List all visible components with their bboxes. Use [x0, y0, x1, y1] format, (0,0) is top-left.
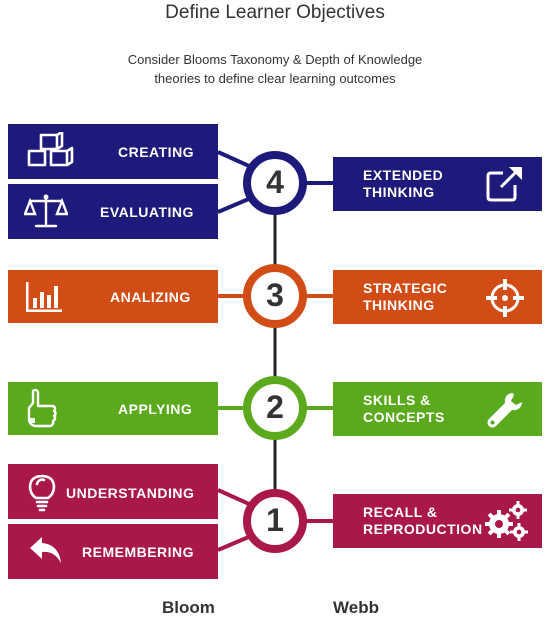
wrench-icon — [487, 393, 522, 428]
reply-arrow-icon — [30, 537, 61, 563]
bloom-column-label: Bloom — [162, 598, 215, 617]
webb-label-line-2: THINKING — [363, 297, 435, 313]
lightbulb-icon — [28, 474, 56, 512]
webb-label-line-1: STRATEGIC — [363, 280, 448, 296]
subtitle: Consider Blooms Taxonomy & Depth of Know… — [0, 50, 550, 88]
page-title: Define Learner Objectives — [165, 2, 385, 23]
bloom-label: APPLYING — [118, 401, 193, 417]
webb-recall-reproduction-box: RECALL & REPRODUCTION — [333, 494, 542, 548]
bloom-label: CREATING — [118, 144, 195, 160]
webb-label-line-1: RECALL & — [363, 504, 438, 520]
ring-2 — [243, 376, 307, 440]
webb-label-line-2: THINKING — [363, 184, 435, 200]
ring-3 — [243, 264, 307, 328]
scales-icon — [24, 194, 68, 228]
ring-4 — [243, 151, 307, 215]
bloom-label: REMEMBERING — [82, 544, 195, 560]
bloom-label: EVALUATING — [100, 204, 194, 220]
pointing-hand-icon — [27, 388, 57, 428]
external-link-icon — [486, 167, 522, 202]
bloom-creating-box: CREATING — [8, 124, 218, 179]
webb-label-line-1: SKILLS & — [363, 392, 431, 408]
subtitle-line-2: theories to define clear learning outcom… — [154, 71, 396, 86]
webb-skills-concepts-box: SKILLS & CONCEPTS — [333, 382, 542, 436]
level-number-2: 2 — [266, 389, 284, 425]
crosshair-icon — [486, 279, 524, 317]
webb-extended-thinking-box: EXTENDED THINKING — [333, 157, 542, 211]
bloom-label: UNDERSTANDING — [66, 485, 195, 501]
gears-icon — [485, 501, 528, 541]
bloom-applying-box: APPLYING — [8, 382, 218, 435]
webb-label: SKILLS & CONCEPTS — [363, 392, 445, 426]
webb-label-line-2: REPRODUCTION — [363, 521, 483, 537]
webb-label-line-2: CONCEPTS — [363, 409, 445, 425]
level-number-4: 4 — [266, 164, 284, 200]
webb-label: STRATEGIC THINKING — [363, 280, 447, 314]
webb-label: EXTENDED THINKING — [363, 167, 443, 201]
bloom-remembering-box: REMEMBERING — [8, 524, 218, 579]
ring-1 — [243, 489, 307, 553]
webb-column-label: Webb — [333, 598, 379, 617]
webb-label-line-1: EXTENDED — [363, 167, 444, 183]
cubes-icon — [27, 132, 74, 167]
level-number-1: 1 — [266, 502, 284, 538]
webb-strategic-thinking-box: STRATEGIC THINKING — [333, 270, 542, 324]
bloom-evaluating-box: EVALUATING — [8, 184, 218, 239]
bloom-label: ANALIZING — [110, 289, 191, 305]
bloom-understanding-box: UNDERSTANDING — [8, 464, 218, 519]
subtitle-line-1: Consider Blooms Taxonomy & Depth of Know… — [127, 52, 423, 67]
webb-label: RECALL & REPRODUCTION — [363, 504, 483, 538]
bloom-analizing-box: ANALIZING — [8, 270, 218, 323]
bar-chart-icon — [26, 282, 62, 312]
level-number-3: 3 — [266, 277, 284, 313]
